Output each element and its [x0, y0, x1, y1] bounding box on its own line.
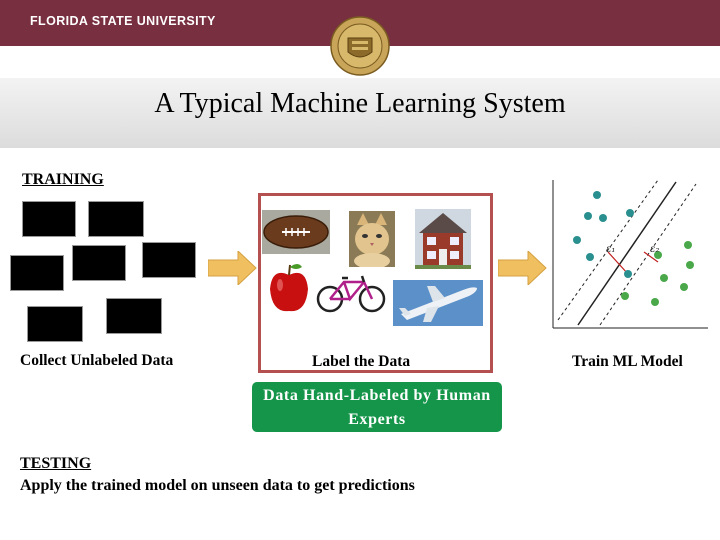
unlabeled-data-item	[106, 298, 162, 334]
airplane-icon	[393, 280, 483, 326]
teal-point	[624, 270, 632, 278]
university-seal	[330, 16, 390, 76]
green-point	[621, 292, 629, 300]
unlabeled-data-item	[88, 201, 144, 237]
unlabeled-data-item	[27, 306, 83, 342]
unlabeled-data-item	[10, 255, 64, 291]
margin-label-1: ε₁	[606, 244, 615, 255]
decision-boundary	[577, 181, 677, 326]
teal-point	[626, 209, 634, 217]
hand-labeled-note: Data Hand-Labeled by Human Experts	[252, 382, 502, 432]
house-icon	[415, 209, 471, 269]
university-name: FLORIDA STATE UNIVERSITY	[30, 14, 216, 28]
train-model-caption: Train ML Model	[572, 353, 683, 370]
margin-label-2: ε₂	[650, 244, 659, 255]
unlabeled-data-item	[142, 242, 196, 278]
unlabeled-data-item	[22, 201, 76, 237]
football-icon	[262, 210, 330, 254]
green-point	[684, 241, 692, 249]
unlabeled-data-item	[72, 245, 126, 281]
testing-heading: TESTING	[20, 455, 92, 472]
margin-line	[557, 180, 659, 321]
slide-title: A Typical Machine Learning System	[154, 88, 566, 119]
svm-plot: ε₁ ε₂	[552, 180, 708, 329]
training-heading: TRAINING	[22, 171, 104, 188]
apple-icon	[270, 264, 308, 312]
green-point	[660, 274, 668, 282]
teal-point	[593, 191, 601, 199]
margin-arrow	[643, 251, 659, 263]
title-band	[0, 78, 720, 148]
teal-point	[599, 214, 607, 222]
green-point	[680, 283, 688, 291]
bicycle-icon	[316, 275, 386, 313]
arrow-right-icon	[208, 251, 257, 285]
testing-description: Apply the trained model on unseen data t…	[20, 477, 415, 494]
green-point	[686, 261, 694, 269]
teal-point	[573, 236, 581, 244]
teal-point	[584, 212, 592, 220]
arrow-right-icon	[498, 251, 547, 285]
green-point	[654, 251, 662, 259]
green-point	[651, 298, 659, 306]
teal-point	[586, 253, 594, 261]
cat-icon	[349, 211, 395, 267]
margin-arrow	[607, 251, 629, 275]
label-data-caption: Label the Data	[312, 353, 411, 370]
collect-data-caption: Collect Unlabeled Data	[20, 352, 174, 369]
labeled-data-frame	[258, 193, 493, 373]
